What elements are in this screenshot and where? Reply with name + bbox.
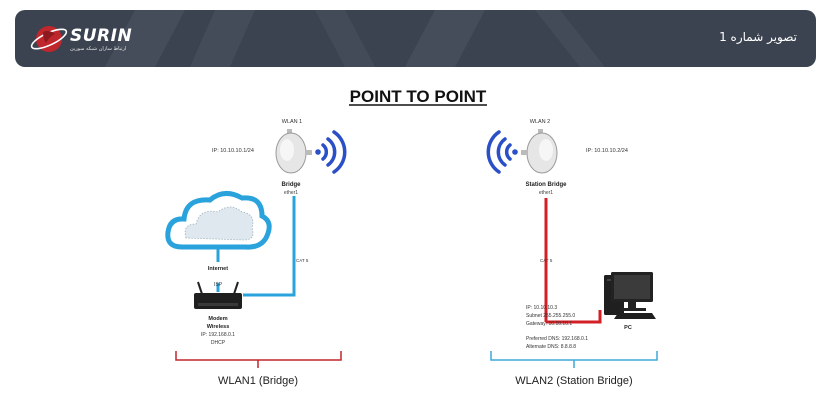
pc-alternate-dns: Alternate DNS: 8.8.8.8 bbox=[526, 344, 576, 350]
modem-label: Modem bbox=[208, 316, 227, 322]
wlan2-name: WLAN 2 bbox=[530, 119, 550, 125]
page-header: SURIN ارتباط سازان شبکه سورین تصویر شمار… bbox=[15, 10, 816, 67]
wlan2-mode: Station Bridge bbox=[525, 182, 567, 188]
internet-cloud-icon bbox=[165, 191, 272, 250]
modem-wireless-label: Wireless bbox=[207, 324, 230, 330]
internet-label: Internet bbox=[208, 266, 228, 272]
right-group-label: WLAN2 (Station Bridge) bbox=[515, 375, 632, 387]
wlan2-wifi-icon bbox=[486, 130, 518, 174]
pc-icon bbox=[604, 272, 656, 319]
wlan1-mode: Bridge bbox=[281, 182, 301, 188]
left-group-bracket bbox=[175, 351, 342, 368]
wlan1-antenna-icon bbox=[275, 129, 312, 174]
pc-preferred-dns: Preferred DNS: 192.168.0.1 bbox=[526, 336, 588, 342]
modem-icon bbox=[194, 281, 242, 309]
pc-subnet: Subnet 255.255.255.0 bbox=[526, 313, 575, 319]
right-cable-label: CAT 5 bbox=[540, 258, 553, 263]
wlan2-port: ether1 bbox=[539, 190, 553, 196]
isp-label: ISP bbox=[214, 282, 223, 288]
wlan1-port: ether1 bbox=[284, 190, 298, 196]
globe-icon bbox=[30, 26, 68, 52]
surin-logo: SURIN ارتباط سازان شبکه سورین bbox=[29, 19, 139, 59]
diagram-title: POINT TO POINT bbox=[350, 87, 487, 106]
left-cat5-cable bbox=[243, 196, 296, 297]
wlan2-antenna-icon bbox=[521, 129, 558, 174]
pc-gateway: Gateway: 10.10.10.1 bbox=[526, 321, 572, 327]
logo-tagline: ارتباط سازان شبکه سورین bbox=[70, 46, 127, 52]
wlan2-ip: IP: 10.10.10.2/24 bbox=[586, 148, 628, 154]
modem-ip: IP: 192.168.0.1 bbox=[201, 332, 235, 338]
wlan1-ip: IP: 10.10.10.1/24 bbox=[212, 148, 254, 154]
pc-ip: IP: 10.10.10.3 bbox=[526, 305, 557, 311]
left-cable-label: CAT 5 bbox=[296, 258, 309, 263]
header-pattern bbox=[105, 10, 605, 67]
right-group-bracket bbox=[490, 351, 658, 368]
wlan1-name: WLAN 1 bbox=[282, 119, 302, 125]
modem-dhcp: DHCP bbox=[211, 340, 226, 346]
logo-text: SURIN bbox=[70, 26, 133, 46]
pc-label: PC bbox=[624, 325, 632, 331]
right-cat5-cable-pc bbox=[546, 310, 602, 324]
left-group-label: WLAN1 (Bridge) bbox=[218, 375, 298, 387]
wlan1-wifi-icon bbox=[315, 130, 347, 174]
figure-caption: تصویر شماره 1 bbox=[719, 30, 797, 44]
